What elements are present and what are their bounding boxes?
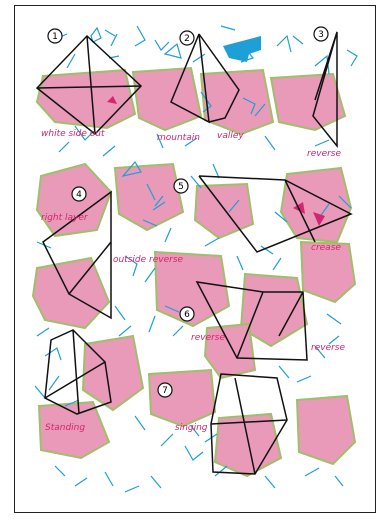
pink-blob	[149, 370, 215, 426]
annotation-right-layer: right layer	[41, 213, 89, 223]
annotation-crease: crease	[311, 243, 341, 253]
pink-blob	[83, 336, 143, 410]
cyan-filled-shape	[223, 36, 261, 62]
pink-blob	[33, 258, 109, 328]
annotation-valley: valley	[217, 131, 244, 141]
step-number-2: 2	[180, 31, 194, 45]
annotation-singing: singing	[175, 423, 208, 433]
step-number-4-label: 4	[76, 190, 82, 200]
step-number-6-label: 6	[184, 310, 190, 320]
annotation-outside-reverse: outside reverse	[113, 255, 184, 265]
annotation-reverse-2: reverse	[191, 333, 225, 343]
annotation-white-side-out: white side out	[41, 129, 105, 139]
step-number-5-label: 5	[178, 182, 184, 192]
pink-blob	[195, 184, 253, 238]
pink-blob	[281, 168, 351, 242]
pink-blob	[271, 74, 345, 130]
pink-blob	[201, 70, 273, 134]
step-number-1-label: 1	[52, 32, 58, 42]
step-number-7: 7	[158, 383, 172, 397]
artwork-frame: 1 2 3 4 5 6 7	[14, 5, 376, 513]
origami-diagram-artwork: 1 2 3 4 5 6 7	[15, 6, 376, 513]
step-number-3: 3	[314, 27, 328, 41]
step-number-3-label: 3	[318, 30, 324, 40]
annotation-standing: Standing	[45, 423, 85, 433]
step-number-1: 1	[48, 29, 62, 43]
pink-blob	[133, 68, 201, 130]
annotation-mountain: mountain	[157, 133, 200, 143]
step-number-5: 5	[174, 179, 188, 193]
pink-blob	[297, 396, 355, 464]
step-number-6: 6	[180, 307, 194, 321]
annotation-reverse-3: reverse	[311, 343, 345, 353]
annotation-reverse-1: reverse	[307, 149, 341, 159]
step-number-7-label: 7	[162, 386, 168, 396]
step-number-2-label: 2	[184, 34, 190, 44]
step-number-4: 4	[72, 187, 86, 201]
